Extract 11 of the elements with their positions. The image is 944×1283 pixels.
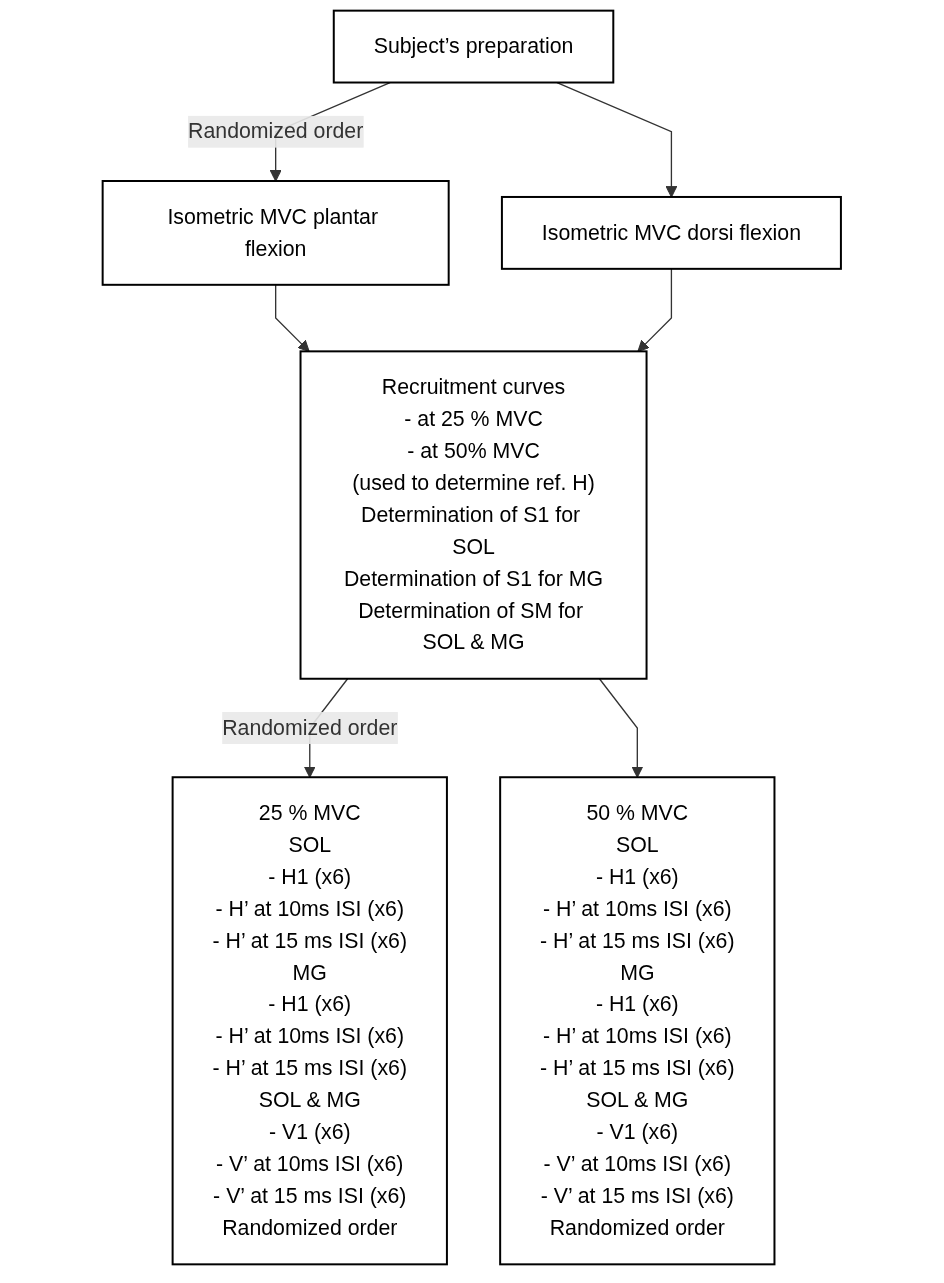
arrow <box>637 268 673 352</box>
node-box: Isometric MVC dorsi flexion <box>501 195 843 270</box>
arrow <box>275 284 310 352</box>
node-box: 50 % MVC SOL - H1 (x6) - H’ at 10ms ISI (x6) - H’ at 15 ms ISI (x6) MG - H1 (x6) - H’ at 10ms ISI (x6) - H’ at 15 ms ISI (x6) SOL & MG - V1 (x6) - V’ at 10ms ISI (x6) - V’ at 15 ms ISI (x6) Randomized order <box>499 776 776 1266</box>
node-box: Recruitment curves - at 25 % MVC - at 50% MVC (used to determine ref. H) Determination of S1 for SOL Determination of S1 for MG Determination of SM for SOL & MG <box>299 350 648 680</box>
edge-label: Randomized order <box>188 119 364 143</box>
node-box: 25 % MVC SOL - H1 (x6) - H’ at 10ms ISI (x6) - H’ at 15 ms ISI (x6) MG - H1 (x6) - H’ at 10ms ISI (x6) - H’ at 15 ms ISI (x6) SOL & MG - V1 (x6) - V’ at 10ms ISI (x6) - V’ at 15 ms ISI (x6) Randomized order <box>171 776 449 1266</box>
node-box: Isometric MVC plantar flexion <box>101 180 450 286</box>
arrow <box>599 678 644 778</box>
edge-label: Randomized order <box>222 716 398 739</box>
node-box: Subject’s preparation <box>333 9 615 84</box>
